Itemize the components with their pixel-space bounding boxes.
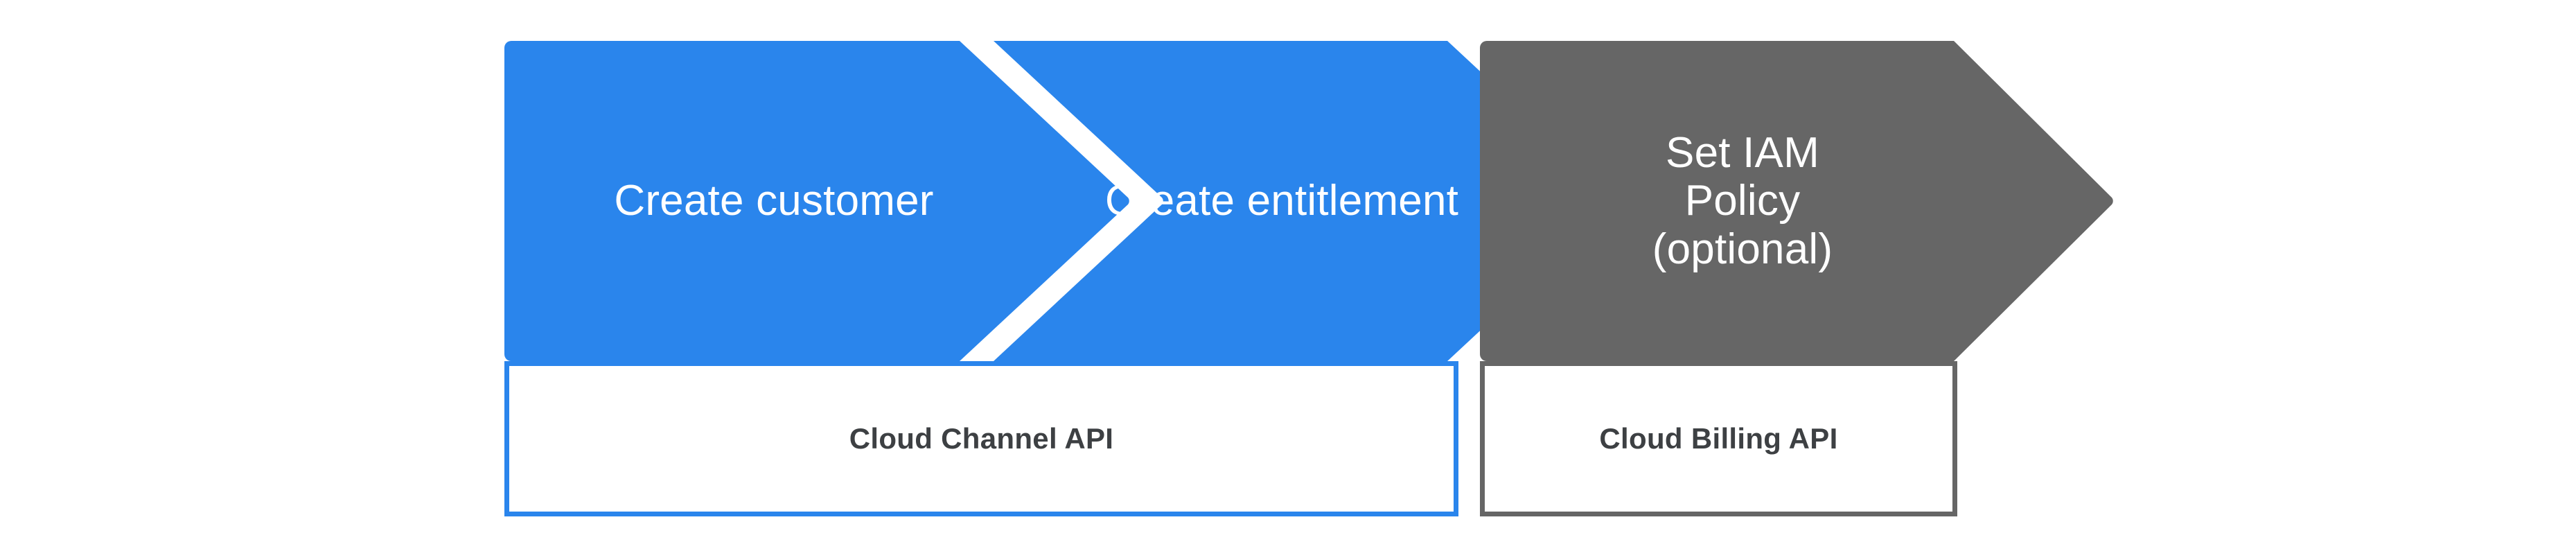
api-group-label-cloud-channel-api: Cloud Channel API <box>849 422 1114 455</box>
chevron-step-create-entitlement[interactable] <box>994 41 1617 361</box>
chevron-step-set-iam-policy[interactable] <box>1480 41 2113 361</box>
api-group-box-cloud-channel-api[interactable]: Cloud Channel API <box>504 361 1458 516</box>
api-group-label-cloud-billing-api: Cloud Billing API <box>1599 422 1838 455</box>
chevron-step-create-customer[interactable] <box>504 41 1129 361</box>
api-group-box-cloud-billing-api[interactable]: Cloud Billing API <box>1480 361 1957 516</box>
